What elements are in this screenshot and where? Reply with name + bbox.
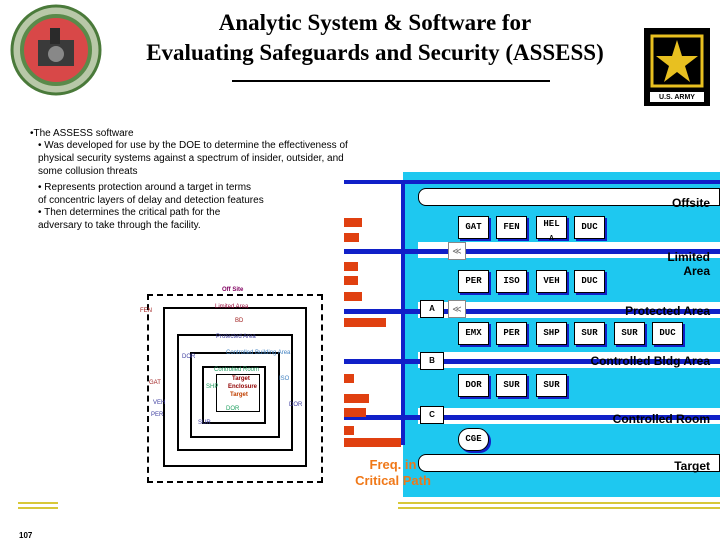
map-label-building: Controlled Building Area — [226, 350, 291, 356]
freq-bar — [344, 426, 354, 435]
feature-box: DUC — [574, 270, 605, 293]
sub-bullet-3: • Then determines the critical path for … — [38, 207, 221, 231]
feature-box: SUR — [614, 322, 645, 345]
map-label-limited: Limited Area — [215, 304, 249, 310]
zigzag-icon: ≪ — [448, 242, 466, 260]
page-title: Analytic System & Software for Evaluatin… — [95, 8, 655, 68]
map-side-label: BD — [235, 318, 244, 324]
feature-box: DUC — [574, 216, 605, 239]
path-line — [344, 359, 720, 364]
map-side-label: SHP — [206, 384, 219, 390]
map-side-label: VEH — [153, 400, 166, 406]
freq-bar — [344, 438, 401, 447]
zigzag-icon: ≪ — [448, 300, 466, 318]
feature-box: SUR — [496, 374, 527, 397]
freq-bar — [344, 318, 386, 327]
feature-box: ISO — [496, 270, 527, 293]
arms-control-seal-logo — [10, 4, 102, 96]
adversary-path-diagram: Offsite Limited Area Protected Area Cont… — [344, 172, 720, 497]
layer-label-building: Controlled Bldg Area — [590, 354, 710, 368]
map-side-label: SUR — [198, 420, 211, 426]
layer-label-limited-2: Area — [683, 264, 710, 278]
target-enclosure-ring — [216, 374, 260, 412]
title-line-1: Analytic System & Software for — [218, 10, 532, 35]
map-side-label: DOR — [182, 354, 196, 360]
path-tag-c: C — [420, 406, 444, 424]
map-side-label: FEN — [140, 308, 152, 314]
title-rule — [232, 80, 550, 82]
map-side-label: DOR — [226, 406, 240, 412]
map-label-target-2: Enclosure — [228, 384, 258, 390]
off-site-ring — [147, 294, 323, 483]
map-side-label: DOR — [289, 402, 303, 408]
path-line — [344, 415, 720, 420]
us-army-logo — [644, 28, 710, 106]
protected-area-ring — [177, 334, 293, 451]
map-label-room: Controlled Room — [214, 367, 260, 373]
feature-box: GAT — [458, 216, 489, 239]
path-line — [344, 249, 720, 254]
concentric-layer-map: Off Site Limited Area Protected Area Con… — [140, 284, 325, 486]
feature-box: CGE — [458, 428, 489, 451]
controlled-building-ring — [190, 352, 280, 438]
layer-label-offsite: Offsite — [671, 196, 710, 210]
path-vertical — [401, 180, 405, 445]
layer-label-limited-1: Limited — [667, 250, 710, 264]
path-line — [344, 309, 720, 314]
freq-bar — [344, 292, 362, 301]
army-logo-text: U.S. ARMY — [659, 94, 695, 101]
feature-box: VEH — [536, 270, 567, 293]
feature-box: PER — [496, 322, 527, 345]
freq-bar — [344, 233, 359, 242]
map-label-target-1: Target — [232, 376, 250, 382]
layer-label-protected: Protected Area — [625, 304, 710, 318]
footer-bar-right — [398, 507, 720, 509]
freq-bar — [344, 394, 369, 403]
path-line — [344, 180, 720, 184]
map-side-label: ISO — [279, 376, 290, 382]
freq-caption: Freq. in Critical Path — [355, 457, 431, 488]
sub-bullet-2: • Represents protection around a target … — [38, 182, 264, 206]
footer-bar-left — [18, 507, 58, 509]
footer-bar-right — [398, 502, 720, 504]
path-tag-a: A — [420, 300, 444, 318]
feature-box: SUR — [574, 322, 605, 345]
feature-box: DOR — [458, 374, 489, 397]
map-label-offsite: Off Site — [222, 287, 244, 293]
main-bullet: •The ASSESS software — [30, 128, 134, 139]
page-number: 107 — [19, 531, 33, 540]
freq-bar — [344, 374, 354, 383]
title-line-2: Evaluating Safeguards and Security (ASSE… — [146, 40, 604, 65]
feature-box: PER — [458, 270, 489, 293]
map-label-target-3: Target — [230, 392, 248, 398]
controlled-room-ring — [202, 366, 266, 424]
feature-box: SHP — [536, 322, 567, 345]
map-label-protected: Protected Area — [216, 334, 256, 340]
freq-bar — [344, 262, 358, 271]
freq-bar — [344, 276, 358, 285]
path-tag-b: B — [420, 352, 444, 370]
freq-bar — [344, 408, 366, 417]
feature-box: EMX — [458, 322, 489, 345]
map-side-label: PER — [151, 412, 164, 418]
map-side-label: GAT — [149, 380, 161, 386]
feature-box: SUR — [536, 374, 567, 397]
freq-bar — [344, 218, 362, 227]
limited-area-ring — [163, 307, 307, 467]
feature-box: FEN — [496, 216, 527, 239]
layer-label-target: Target — [674, 459, 710, 473]
sub-bullet-1: • Was developed for use by the DOE to de… — [38, 140, 348, 177]
feature-box: DUC — [652, 322, 683, 345]
footer-bar-left — [18, 502, 58, 504]
layer-label-room: Controlled Room — [612, 412, 710, 426]
